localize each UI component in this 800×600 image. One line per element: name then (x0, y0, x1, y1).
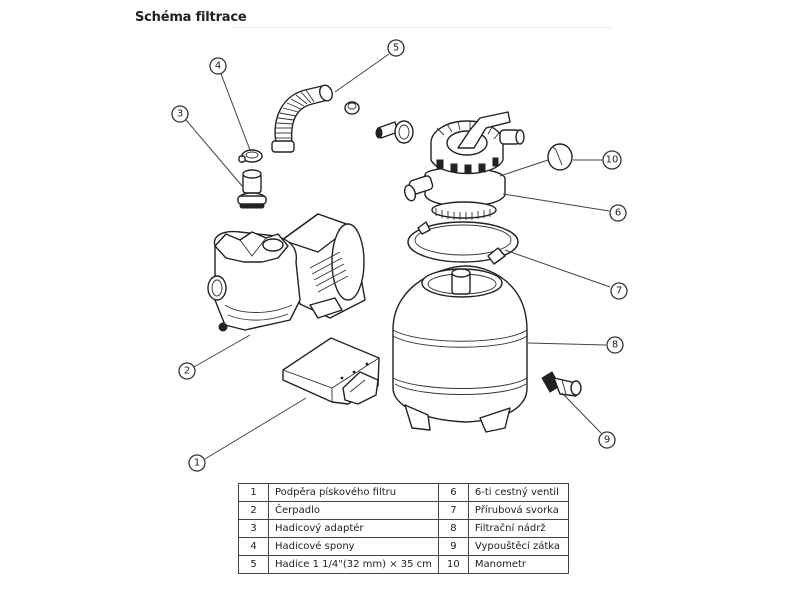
svg-text:5: 5 (393, 43, 399, 54)
callout-7: 7 (610, 282, 628, 300)
svg-text:7: 7 (616, 286, 622, 297)
part-hose (271, 84, 333, 153)
callout-6: 6 (609, 204, 627, 222)
part-hose-clamp-upper (344, 101, 360, 115)
part-hose-adapter (237, 169, 267, 209)
legend-number: 3 (238, 519, 269, 538)
legend-label: Hadice 1 1/4"(32 mm) × 35 cm (268, 555, 439, 574)
legend-row: 5 Hadice 1 1/4"(32 mm) × 35 cm 10 Manome… (238, 555, 569, 574)
part-hose-clamp (238, 149, 263, 163)
callout-5: 5 (387, 39, 405, 57)
leader-2 (193, 334, 251, 368)
svg-text:1: 1 (194, 458, 200, 469)
legend-label: Podpěra pískového filtru (268, 483, 439, 502)
svg-text:10: 10 (606, 155, 619, 166)
leader-9 (561, 392, 602, 434)
legend-number: 5 (238, 555, 269, 574)
leader-10b (499, 159, 549, 177)
leader-4 (220, 73, 251, 151)
part-six-way-valve (403, 111, 525, 220)
legend-label: Přírubová svorka (467, 501, 569, 520)
legend-label: Filtrační nádrž (467, 519, 569, 538)
legend-number: 4 (238, 537, 269, 556)
legend-number: 6 (437, 483, 469, 502)
part-valve-hose-tail (375, 120, 414, 144)
legend-number: 1 (238, 483, 269, 502)
legend-number: 7 (437, 501, 469, 520)
callout-8: 8 (606, 336, 624, 354)
leader-6 (502, 193, 610, 212)
svg-text:9: 9 (604, 435, 610, 446)
svg-text:6: 6 (615, 208, 621, 219)
legend-label: Vypouštěcí zátka (467, 537, 569, 556)
callout-10: 10 (602, 150, 622, 170)
legend-label: Hadicový adaptér (268, 519, 439, 538)
part-flange-clamp (407, 221, 519, 265)
legend-label: Hadicové spony (268, 537, 439, 556)
callout-2: 2 (178, 362, 196, 380)
legend-number: 8 (437, 519, 469, 538)
svg-text:8: 8 (612, 340, 618, 351)
legend-label: Čerpadlo (268, 501, 439, 520)
legend-number: 10 (437, 555, 469, 574)
legend-number: 2 (238, 501, 269, 520)
leader-8 (527, 342, 607, 346)
svg-text:4: 4 (215, 61, 221, 72)
leader-3 (185, 119, 244, 188)
callout-3: 3 (171, 105, 189, 123)
callout-1: 1 (188, 454, 206, 472)
diagram-title: Schéma filtrace (135, 10, 247, 25)
part-pressure-gauge (547, 143, 573, 171)
part-filter-support (282, 337, 380, 405)
callout-4: 4 (209, 57, 227, 75)
legend-row: 4 Hadicové spony 9 Vypouštěcí zátka (238, 537, 569, 556)
title-divider (233, 27, 611, 28)
leader-7 (504, 249, 611, 288)
legend-row: 3 Hadicový adaptér 8 Filtrační nádrž (238, 519, 569, 538)
leader-1 (204, 397, 307, 460)
legend-row: 1 Podpěra pískového filtru 6 6-ti cestný… (238, 483, 569, 502)
part-filter-tank (392, 265, 528, 433)
part-pump (207, 213, 366, 332)
parts-legend-table: 1 Podpěra pískového filtru 6 6-ti cestný… (238, 483, 569, 574)
legend-label: Manometr (467, 555, 569, 574)
callout-9: 9 (598, 431, 616, 449)
svg-text:3: 3 (177, 109, 183, 120)
part-drain-plug (541, 371, 582, 397)
svg-text:2: 2 (184, 366, 190, 377)
leader-lines (185, 53, 611, 460)
legend-label: 6-ti cestný ventil (467, 483, 569, 502)
legend-number: 9 (437, 537, 469, 556)
legend-row: 2 Čerpadlo 7 Přírubová svorka (238, 501, 569, 520)
leader-5 (334, 53, 390, 93)
